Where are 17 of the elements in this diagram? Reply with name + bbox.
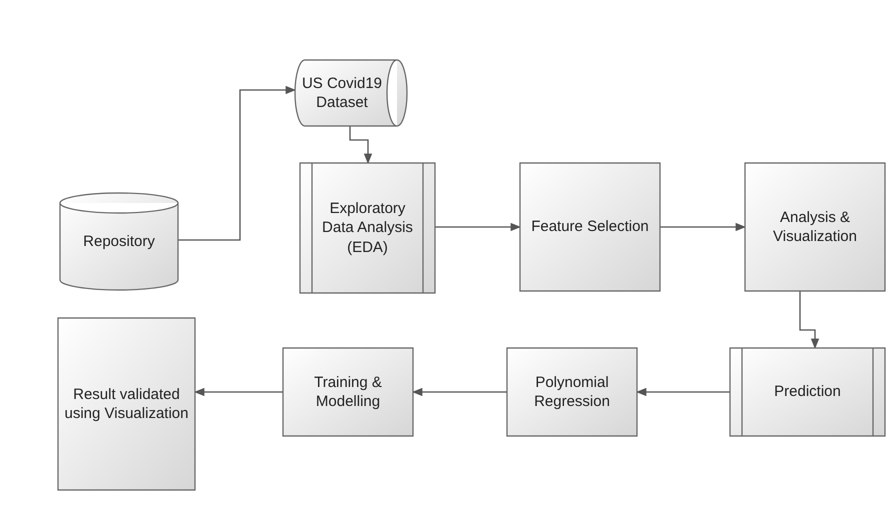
node-label: Repository bbox=[83, 232, 155, 252]
node-label: US Covid19 Dataset bbox=[300, 74, 384, 112]
arrow bbox=[194, 388, 283, 396]
arrow bbox=[636, 388, 730, 396]
arrow bbox=[349, 126, 372, 164]
arrow bbox=[435, 222, 522, 232]
node-label: Prediction bbox=[774, 382, 841, 402]
arrow bbox=[799, 291, 820, 350]
node-label: Training & Modelling bbox=[313, 372, 383, 412]
node-label: Analysis & Visualization bbox=[772, 208, 858, 246]
arrow bbox=[412, 388, 507, 396]
arrow bbox=[178, 86, 296, 241]
node-label: Result validated using Visualization bbox=[64, 384, 189, 424]
node-label: Polynomial Regression bbox=[533, 372, 611, 412]
arrow bbox=[660, 222, 746, 232]
node-label: Feature Selection bbox=[531, 217, 649, 237]
node-label: Exploratory Data Analysis (EDA) bbox=[321, 198, 414, 258]
